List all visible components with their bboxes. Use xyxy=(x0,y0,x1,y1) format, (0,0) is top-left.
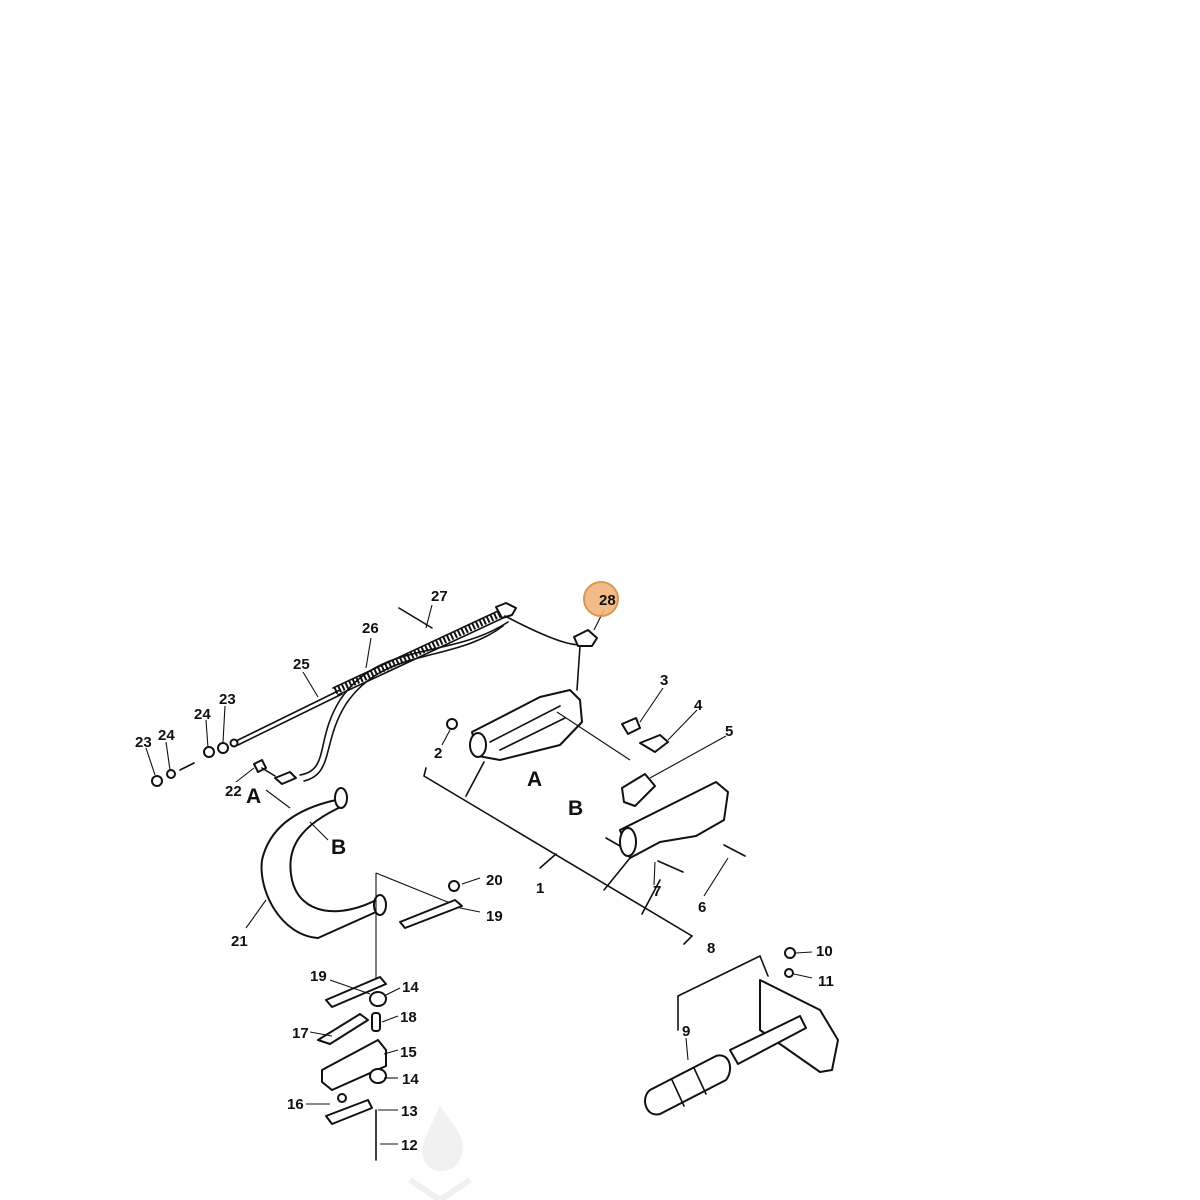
callout-27[interactable]: 27 xyxy=(431,588,448,605)
callout-14-lower[interactable]: 14 xyxy=(402,1071,419,1088)
callout-1[interactable]: 1 xyxy=(536,880,544,897)
callout-14-upper[interactable]: 14 xyxy=(402,979,419,996)
callout-9[interactable]: 9 xyxy=(682,1023,690,1040)
bracket-1 xyxy=(423,761,694,945)
callout-28[interactable]: 28 xyxy=(599,592,616,609)
letter-a-bar: A xyxy=(246,785,261,808)
callout-12[interactable]: 12 xyxy=(401,1137,418,1154)
callout-24-left[interactable]: 24 xyxy=(158,727,175,744)
callout-19-lower[interactable]: 19 xyxy=(310,968,327,985)
callout-5[interactable]: 5 xyxy=(725,723,733,740)
small-hardware xyxy=(151,742,276,787)
callout-24-right[interactable]: 24 xyxy=(194,706,211,723)
callout-11[interactable]: 11 xyxy=(818,973,834,990)
rear-handle xyxy=(605,781,746,873)
callout-25[interactable]: 25 xyxy=(293,656,310,673)
callout-22[interactable]: 22 xyxy=(225,783,242,800)
callout-19-upper[interactable]: 19 xyxy=(486,908,503,925)
callout-23-left[interactable]: 23 xyxy=(135,734,152,751)
grip-assembly xyxy=(644,947,839,1116)
callout-17[interactable]: 17 xyxy=(292,1025,309,1042)
clamp-stack xyxy=(317,872,463,1161)
callout-6[interactable]: 6 xyxy=(698,899,706,916)
callout-2[interactable]: 2 xyxy=(434,745,442,762)
throttle-cable xyxy=(229,602,598,785)
callout-10[interactable]: 10 xyxy=(816,943,833,960)
callout-13[interactable]: 13 xyxy=(401,1103,418,1120)
callout-8[interactable]: 8 xyxy=(707,940,715,957)
letter-b-bar: B xyxy=(331,836,346,859)
letter-a-handle: A xyxy=(527,768,542,791)
callout-26[interactable]: 26 xyxy=(362,620,379,637)
callout-21[interactable]: 21 xyxy=(231,933,248,950)
callout-15[interactable]: 15 xyxy=(400,1044,417,1061)
callout-7[interactable]: 7 xyxy=(653,883,661,900)
handle-housing xyxy=(446,689,669,807)
callout-23-right[interactable]: 23 xyxy=(219,691,236,708)
leader-lines xyxy=(145,604,813,1145)
flame-logo-icon xyxy=(408,1105,472,1200)
letter-b-handle: B xyxy=(568,797,583,820)
callout-3[interactable]: 3 xyxy=(660,672,668,689)
callout-16[interactable]: 16 xyxy=(287,1096,304,1113)
callout-20[interactable]: 20 xyxy=(486,872,503,889)
callout-4[interactable]: 4 xyxy=(694,697,703,714)
loop-handle xyxy=(260,787,387,939)
highlight-marker[interactable] xyxy=(583,581,619,617)
callout-18[interactable]: 18 xyxy=(400,1009,417,1026)
